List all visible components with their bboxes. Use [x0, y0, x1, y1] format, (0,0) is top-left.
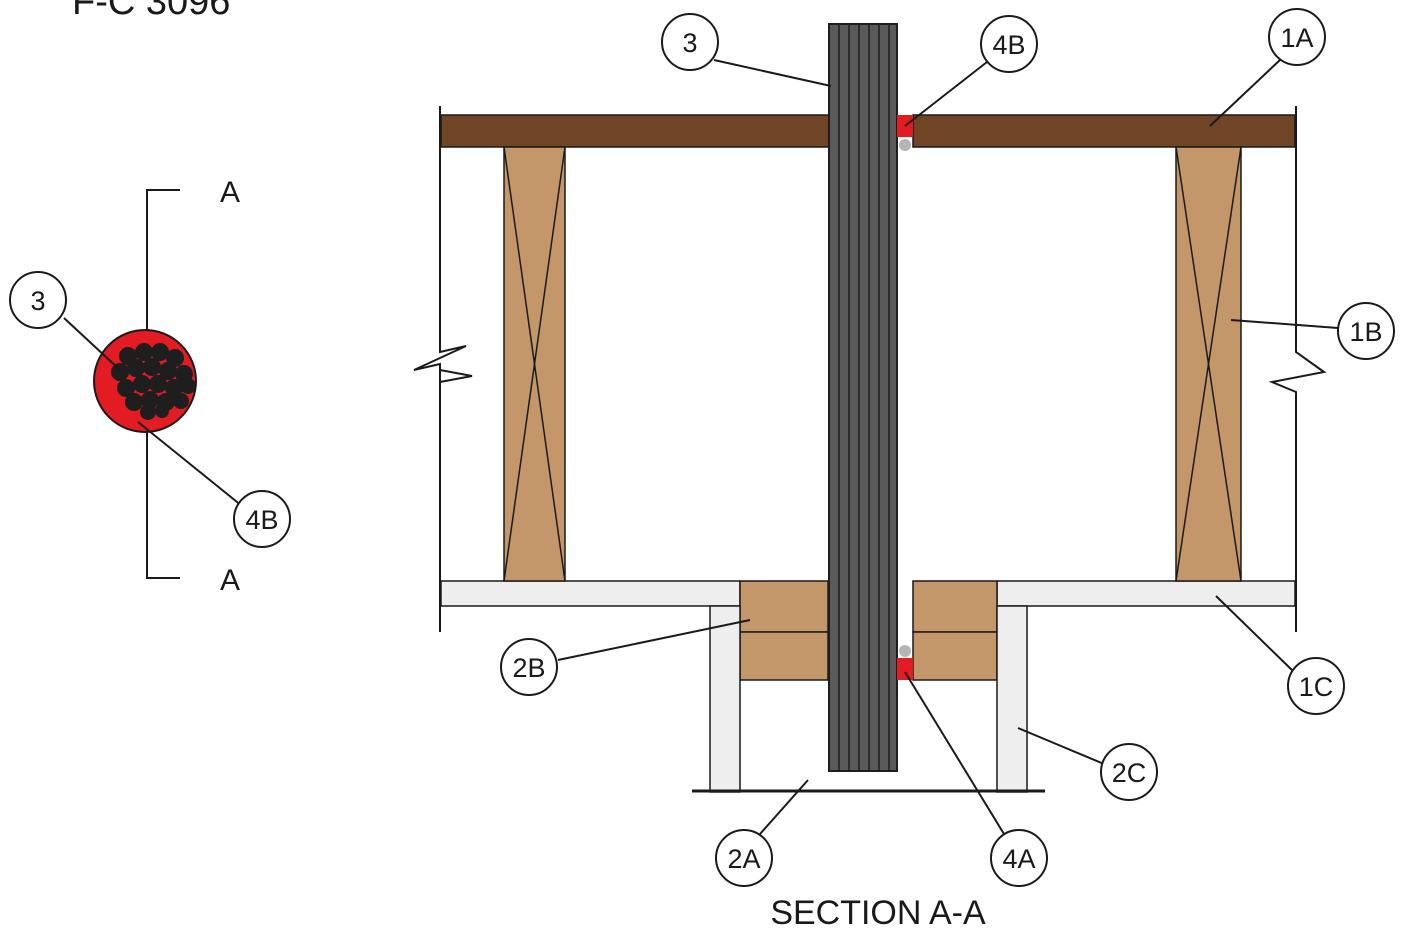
- section-marker-bottom: A: [220, 564, 240, 597]
- callout-2c: 2C: [1100, 743, 1158, 801]
- callout-1b: 1B: [1337, 302, 1395, 360]
- leader-4a: [904, 671, 1005, 835]
- svg-text:2C: 2C: [1112, 758, 1147, 788]
- subfloor-right: [912, 114, 1296, 148]
- chase-gypsum-left: [709, 605, 741, 793]
- callout-3-plan: 3: [9, 271, 67, 329]
- break-line-left: [413, 106, 473, 632]
- chase-gypsum-right: [996, 605, 1028, 793]
- callout-4a: 4A: [990, 829, 1048, 887]
- ceiling-gypsum-right: [996, 580, 1296, 607]
- joist-right: [1175, 146, 1242, 582]
- section-label: SECTION A-A: [770, 894, 986, 928]
- callout-2a: 2A: [715, 829, 773, 887]
- break-line-right: [1268, 106, 1327, 632]
- svg-text:1A: 1A: [1280, 23, 1313, 53]
- cable-bundle-section: [828, 23, 898, 772]
- header-blocking-left: [739, 580, 829, 681]
- svg-text:2A: 2A: [727, 844, 760, 874]
- svg-text:1B: 1B: [1349, 317, 1382, 347]
- leader-2c: [1017, 727, 1105, 765]
- callout-1a: 1A: [1268, 8, 1326, 66]
- backer-rod-bottom: [899, 645, 911, 657]
- leader-1a: [1209, 59, 1281, 127]
- firestop-sealant-bottom: [897, 658, 913, 680]
- svg-text:4B: 4B: [992, 30, 1025, 60]
- leader-4b: [904, 61, 988, 127]
- cable-bundle: [111, 343, 196, 420]
- callout-1c: 1C: [1287, 657, 1345, 715]
- header-blocking-right: [912, 580, 998, 681]
- backer-rod-top: [899, 139, 911, 151]
- svg-text:1C: 1C: [1299, 672, 1334, 702]
- leader-1b: [1230, 319, 1339, 329]
- leader-4b-plan: [137, 421, 243, 507]
- callout-4b: 4B: [980, 15, 1038, 73]
- leader-3: [713, 59, 832, 87]
- subfloor-left: [440, 114, 830, 148]
- callout-4b-plan: 4B: [233, 490, 291, 548]
- svg-text:3: 3: [682, 28, 697, 58]
- system-title: F-C 3096: [72, 0, 230, 23]
- callout-3: 3: [661, 13, 719, 71]
- leader-2a: [759, 779, 809, 835]
- svg-text:2B: 2B: [512, 653, 545, 683]
- plan-view: A A 3 4B: [9, 176, 291, 597]
- joist-left: [503, 146, 566, 582]
- leader-3-plan: [63, 317, 121, 371]
- callout-2b: 2B: [500, 638, 558, 696]
- svg-text:4B: 4B: [245, 505, 278, 535]
- leader-2b: [557, 619, 751, 661]
- svg-text:4A: 4A: [1002, 844, 1035, 874]
- section-marker-top: A: [220, 176, 240, 209]
- section-view: 3 4B 1A 1B 1C 2B 2C 2A: [413, 8, 1395, 928]
- svg-text:3: 3: [30, 286, 45, 316]
- ceiling-gypsum-left: [440, 580, 741, 607]
- leader-1c: [1215, 595, 1295, 673]
